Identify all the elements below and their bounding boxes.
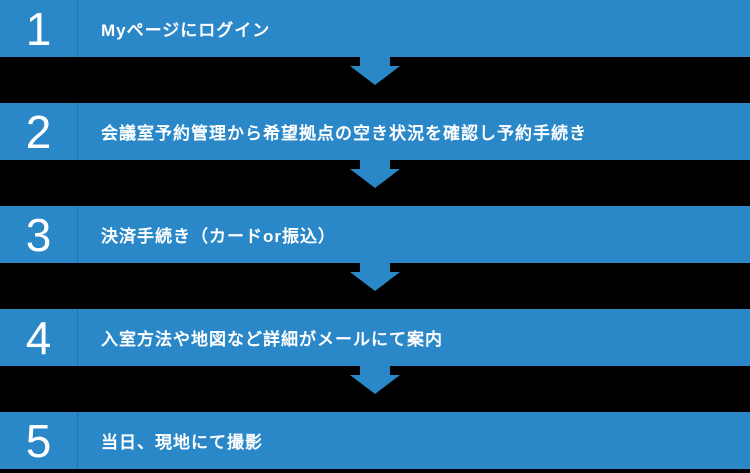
step-number: 4 [25,311,52,364]
step-number: 1 [25,2,52,55]
step-bar: 5 当日、現地にて撮影 [0,412,750,469]
down-arrow-icon [350,263,400,291]
step-divider [77,412,78,469]
down-arrow-icon [350,366,400,394]
down-arrow-icon [350,160,400,188]
step-divider [77,103,78,160]
step-connector [0,263,750,309]
step-number: 5 [25,414,52,467]
step-label: 入室方法や地図など詳細がメールにて案内 [101,330,443,349]
step-bar: 3 決済手続き（カードor振込） [0,206,750,263]
step-bar: 1 Myページにログイン [0,0,750,57]
step-number: 2 [25,105,52,158]
step-label: 会議室予約管理から希望拠点の空き状況を確認し予約手続き [101,124,587,143]
step-label: Myページにログイン [101,21,271,40]
step-bar: 2 会議室予約管理から希望拠点の空き状況を確認し予約手続き [0,103,750,160]
step-number: 3 [25,208,52,261]
step-label: 決済手続き（カードor振込） [101,227,336,246]
down-arrow-icon [350,57,400,85]
step-connector [0,366,750,412]
step-label: 当日、現地にて撮影 [101,433,263,452]
step-connector [0,57,750,103]
step-bar: 4 入室方法や地図など詳細がメールにて案内 [0,309,750,366]
step-divider [77,309,78,366]
step-connector [0,160,750,206]
step-divider [77,0,78,57]
step-divider [77,206,78,263]
